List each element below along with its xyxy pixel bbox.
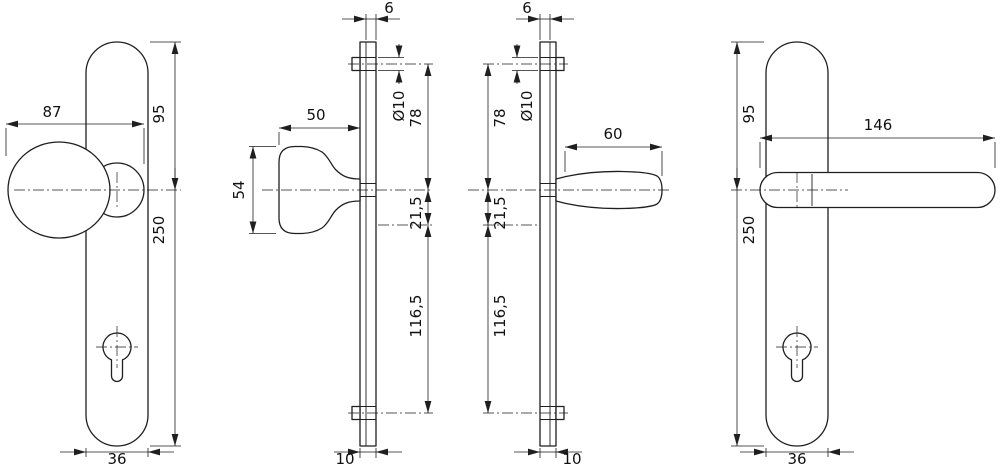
- dim-label-grip-length: 60: [603, 125, 622, 143]
- view-knob-side: 6 50 54 Ø10 78 21,5 116,5 10: [230, 0, 433, 467]
- extension-lines: [5, 41, 181, 457]
- dim-label-hole-to-axis: 78: [407, 108, 425, 127]
- dim-label-knob-height: 54: [230, 180, 248, 199]
- view-knob-front: 87 95 250 36: [5, 41, 181, 467]
- dim-label-plate-width: 36: [787, 450, 806, 467]
- extension-lines: [731, 41, 996, 457]
- dim-label-plate-depth: 10: [562, 450, 581, 467]
- dim-label-plate-thickness: 6: [384, 0, 394, 17]
- centerlines: [731, 172, 848, 368]
- dim-label-top-to-axis: 95: [150, 104, 168, 123]
- dim-label-plate-thickness: 6: [522, 0, 532, 17]
- hole-edges: [360, 57, 376, 420]
- side-plate: [539, 41, 557, 447]
- centerlines: [14, 172, 181, 368]
- centerlines: [468, 63, 672, 414]
- view-lever-side: 6 60 Ø10 78 21,5 116,5 10: [468, 0, 672, 467]
- dim-label-cylinder-to-hole: 116,5: [407, 295, 425, 338]
- dim-label-axis-to-cylinder: 21,5: [491, 196, 509, 229]
- view-lever-front: 95 250 146 36: [731, 41, 996, 467]
- dim-label-plate-depth: 10: [335, 450, 354, 467]
- dim-label-cylinder-to-hole: 116,5: [491, 295, 509, 338]
- dim-label-plate-width: 36: [107, 450, 126, 467]
- hole-edges: [540, 57, 556, 420]
- dim-label-plate-height: 250: [740, 216, 758, 245]
- extension-lines: [512, 14, 663, 458]
- dim-label-plate-height: 250: [150, 216, 168, 245]
- dim-label-hole-diameter: Ø10: [390, 91, 408, 122]
- backplate-outline: [85, 41, 149, 447]
- dim-label-axis-to-cylinder: 21,5: [407, 196, 425, 229]
- backplate-outline: [765, 41, 829, 447]
- side-plate: [359, 41, 377, 447]
- centerlines: [262, 63, 433, 414]
- dim-label-top-to-axis: 95: [740, 104, 758, 123]
- dim-label-lever-length: 146: [864, 116, 893, 134]
- dim-label-knob-width: 87: [42, 103, 61, 121]
- dim-label-hole-to-axis: 78: [491, 108, 509, 127]
- dim-label-knob-depth: 50: [306, 106, 325, 124]
- extension-lines: [249, 14, 404, 458]
- dim-label-hole-diameter: Ø10: [518, 91, 536, 122]
